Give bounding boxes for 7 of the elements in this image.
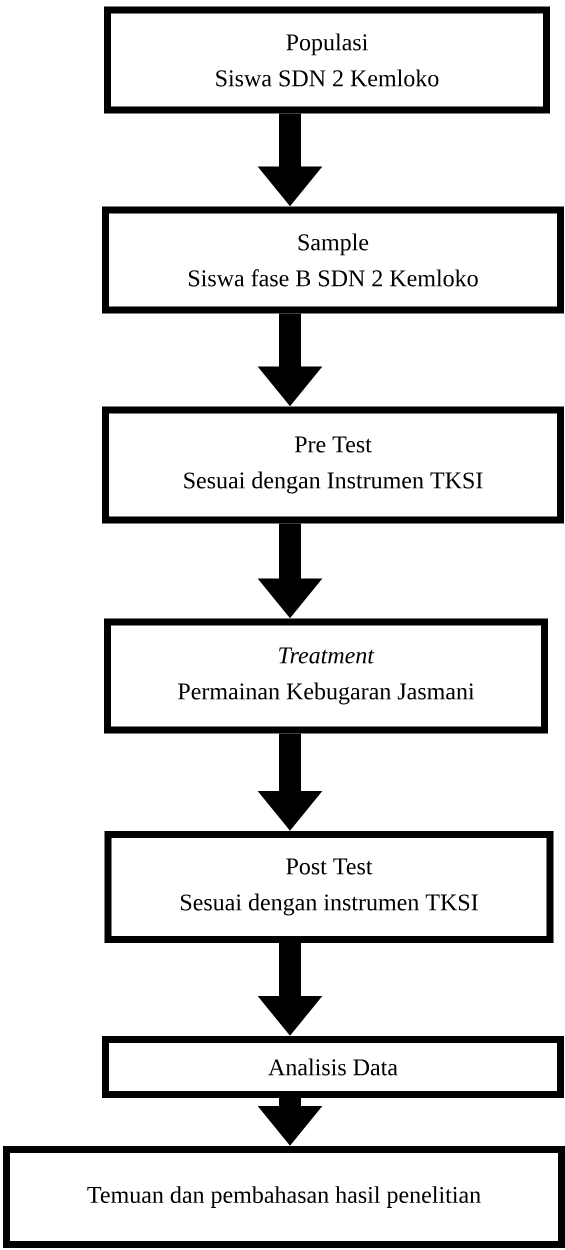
- process-box: Temuan dan pembahasan hasil penelitian: [3, 1146, 565, 1248]
- process-box: Sample Siswa fase B SDN 2 Kemloko: [102, 206, 564, 314]
- process-box: Analisis Data: [102, 1036, 564, 1098]
- process-box: Treatment Permainan Kebugaran Jasmani: [104, 618, 548, 734]
- process-box: Post Test Sesuai dengan instrumen TKSI: [104, 831, 554, 943]
- process-box: Populasi Siswa SDN 2 Kemloko: [104, 6, 550, 114]
- process-box: Pre Test Sesuai dengan Instrumen TKSI: [102, 406, 564, 524]
